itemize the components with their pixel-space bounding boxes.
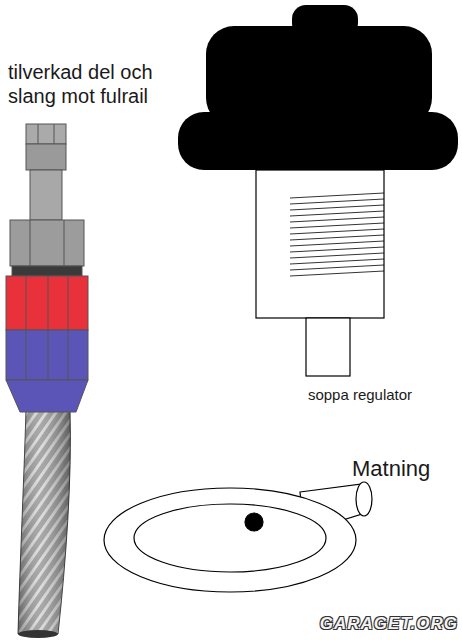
thread-stroke [290, 247, 384, 252]
thread-stroke [290, 217, 384, 222]
thread-stroke [290, 253, 384, 258]
thread-stroke [290, 211, 384, 216]
thread-stroke [290, 271, 384, 276]
thread-stroke [290, 241, 384, 246]
thread-stroke [290, 199, 384, 204]
part-label: Matning [352, 456, 452, 482]
watermark: GARAGET.ORG [290, 614, 458, 634]
banjo-feed [104, 482, 372, 592]
thread-stroke [290, 229, 384, 234]
part-label: soppa regulator [290, 386, 430, 404]
thread-stroke [290, 259, 384, 264]
part-label: tilverkad del och slang mot fulrail [8, 60, 188, 108]
braided-hose [18, 410, 70, 638]
thread-stroke [290, 265, 384, 270]
thread-stroke [290, 235, 384, 240]
thread-stroke [290, 205, 384, 210]
hose-fitting [6, 124, 88, 412]
thread-stroke [290, 193, 384, 198]
thread-stroke [290, 223, 384, 228]
fuel-pressure-regulator [178, 5, 458, 376]
